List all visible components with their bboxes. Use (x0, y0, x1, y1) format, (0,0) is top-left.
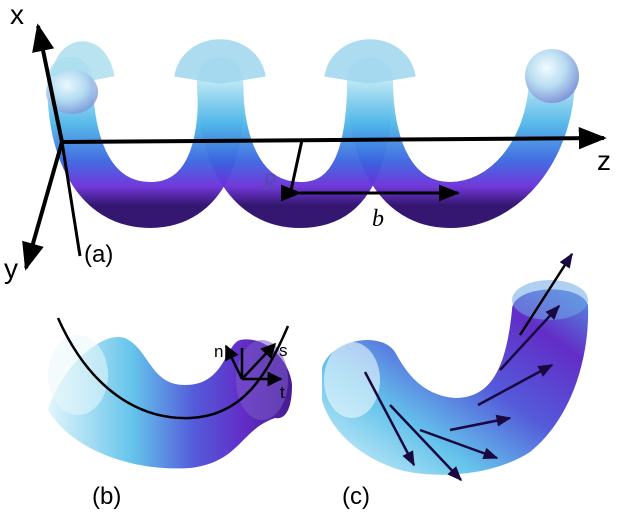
bent-tube-b (48, 336, 292, 469)
s-vector (241, 342, 277, 380)
flow-arrow (449, 414, 512, 432)
bent-tube-c (322, 289, 589, 475)
panel-c-label: (c) (342, 483, 370, 510)
n-vector (224, 344, 244, 380)
panel-a-label: (a) (84, 241, 113, 268)
tube-c-left-cap (324, 342, 380, 418)
t-label: t (280, 383, 285, 402)
flow-arrow (389, 404, 463, 482)
tube-c-top-cap (512, 280, 588, 320)
tube-b-left-cap (48, 335, 108, 415)
helix-axis-line (60, 141, 82, 257)
helix-tube (46, 39, 579, 229)
flow-arrow (363, 371, 416, 467)
flow-arrows (363, 252, 574, 482)
flow-arrow (518, 252, 574, 336)
z-axis (61, 126, 607, 150)
flow-arrow (499, 304, 561, 371)
y-axis (22, 141, 64, 271)
s-label: s (279, 341, 288, 360)
panel-c-flow: (c) (322, 252, 589, 510)
x-axis (32, 23, 64, 143)
pitch-symbol: b (372, 206, 384, 232)
panel-a-helix: x z y (a) R b (4, 0, 611, 284)
panel-b-label: (b) (92, 483, 121, 510)
centerline-curve (56, 317, 290, 420)
x-axis-label: x (10, 0, 24, 30)
flow-arrow (419, 428, 499, 460)
flow-arrow (477, 363, 554, 407)
helix-end-cap (525, 49, 579, 103)
frame-vectors (224, 342, 283, 387)
radius-symbol: R (261, 170, 277, 196)
helix-start-cap (46, 70, 98, 114)
z-axis-label: z (597, 145, 611, 176)
y-axis-label: y (4, 253, 18, 284)
coordinate-axes (22, 23, 607, 271)
panel-b-frame: n s t (b) (48, 317, 292, 510)
n-label: n (214, 342, 223, 361)
